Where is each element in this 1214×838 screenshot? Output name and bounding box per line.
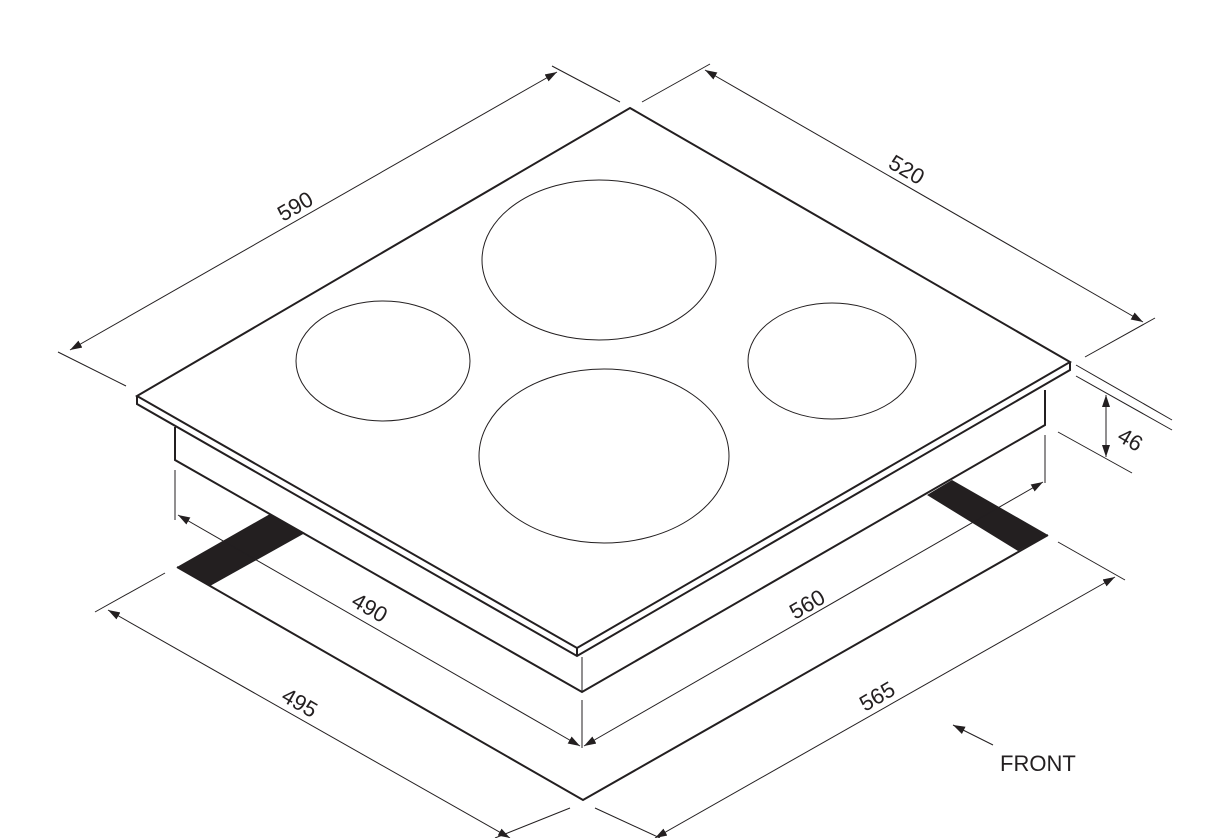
dim-line-490: [177, 514, 581, 747]
dim-line-520: [704, 69, 1144, 323]
hob-body: [174, 390, 1046, 694]
dim-label-520: 520: [885, 150, 929, 190]
dim-label-46: 46: [1114, 423, 1148, 457]
extension-lines: [57, 63, 1173, 838]
dim-label-565: 565: [855, 676, 899, 716]
hob-glass-top: [135, 106, 1072, 658]
dim-label-495: 495: [278, 683, 322, 723]
burner-front: [478, 368, 730, 544]
dim-label-590: 590: [273, 186, 317, 226]
front-arrow-icon: [952, 724, 994, 746]
front-label: FRONT: [1000, 751, 1076, 776]
dim-label-560: 560: [785, 584, 829, 624]
left-bracket: [177, 514, 305, 586]
cutout-outline: [176, 534, 1049, 802]
burner-right: [747, 302, 917, 420]
dim-label-490: 490: [348, 588, 392, 628]
burner-rear-center: [481, 179, 717, 341]
burner-rear-left: [295, 300, 471, 422]
dim-line-495: [107, 609, 511, 838]
dim-line-590: [69, 71, 558, 351]
dim-line-565: [654, 576, 1116, 838]
right-bracket: [927, 480, 1048, 551]
